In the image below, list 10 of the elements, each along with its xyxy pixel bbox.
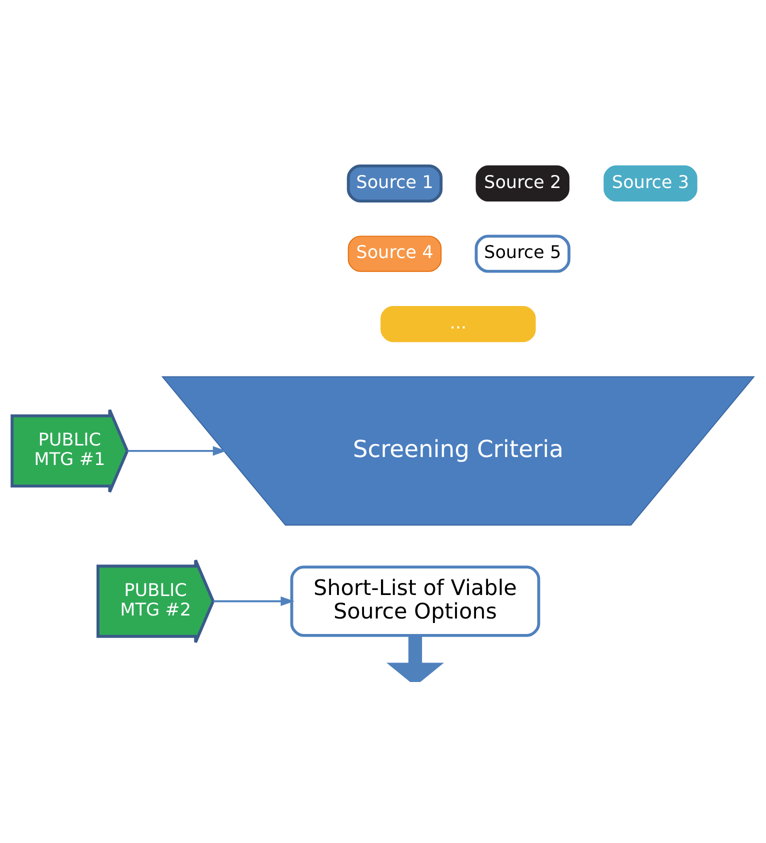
arrow [386,635,444,682]
node-box: Source 3 [604,164,698,202]
arrow [127,446,227,456]
arrow [213,596,294,606]
node-box: Source 4 [348,235,442,272]
node-box: Source 2 [476,164,570,202]
node-box: Short-List of Viable Source Options [290,565,540,636]
node-box: Source 1 [346,164,443,202]
node-box: Source 5 [474,234,570,272]
node-box: ... [380,305,536,342]
